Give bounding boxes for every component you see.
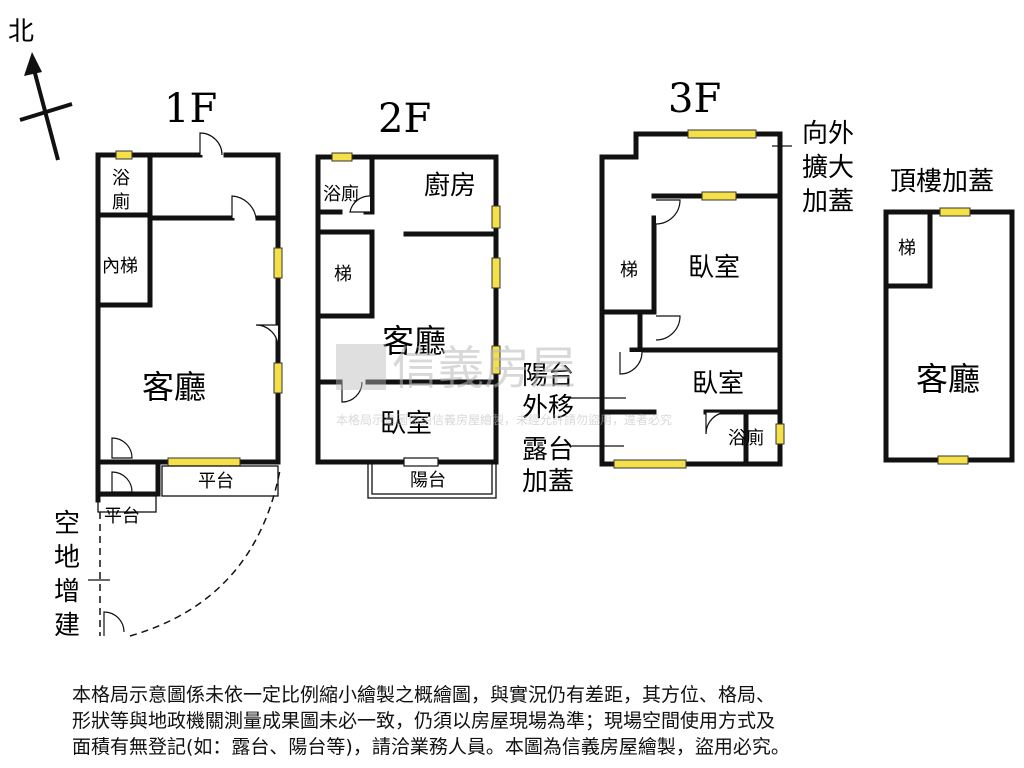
room-2f-kitchen: 廚房 [424,171,476,201]
side-note-2: 地 [54,543,80,573]
window [701,191,737,201]
floor-2f: 2F 浴廁 廚房 梯 客廳 臥室 陽台 [315,96,501,499]
window [491,345,501,375]
disclaimer-line-2: 形狀等與地政機關測量成果圖未必一致，仍須以房屋現場為準；現場空間使用方式及 [72,710,776,732]
side-note-4: 建 [54,611,80,641]
room-roof-living: 客廳 [916,360,980,398]
window [273,362,283,394]
room-2f-balcony: 陽台 [410,470,446,491]
floor-1f: 1F 浴 廁 內梯 客廳 平台 平台 空 地 增 建 [54,86,283,641]
platform-1f-small-outline [97,495,157,513]
window [775,423,785,445]
window [613,459,687,469]
floor-3f-title: 3F [668,76,721,122]
platform-1f-outline [161,465,279,497]
room-2f-bedroom: 臥室 [380,409,432,439]
door-1f-rear [111,437,133,459]
note-3f-balcony-2: 外移 [522,393,574,423]
room-3f-stairs: 梯 [620,260,638,281]
room-1f-bath-2: 廁 [112,191,130,213]
room-2f-stairs: 梯 [334,264,352,285]
floor-2f-title: 2F [378,96,431,142]
door-2f-bath [349,195,371,213]
note-3f-balcony-1: 陽台 [522,361,574,391]
room-1f-platform-small: 平台 [104,506,140,527]
door-3f-bedroom1b [655,315,681,341]
disclaimer-line-3: 面積有無登記(如：露台、陽台等)，請洽業務人員。本圖為信義房屋繪製，盜用必究。 [72,736,790,758]
window [939,207,971,217]
note-3f-terrace-1: 露台 [522,435,574,465]
watermark-notice: 本格局示意圖係由信義房屋繪製，未經允許請勿盜用，違者必究 [336,412,672,427]
brand-watermark: 信義房屋 本格局示意圖係由信義房屋繪製，未經允許請勿盜用，違者必究 [336,341,672,427]
floor-roof-title: 頂樓加蓋 [890,167,994,197]
window [115,150,133,160]
room-1f-living: 客廳 [142,368,206,406]
room-2f-living: 客廳 [382,322,446,360]
door-1f-addition [103,611,125,636]
door-3f-bath [705,411,729,435]
window [491,205,501,229]
north-arrow-cross [19,102,73,122]
window [937,455,969,465]
watermark-brand: 信義房屋 [392,341,576,395]
north-compass: 北 [8,17,73,161]
room-1f-stairs: 內梯 [102,256,138,277]
brand-logo-icon [336,344,386,390]
door-1f-rear2 [111,471,133,493]
door-2f-bedroom [341,381,363,403]
disclaimer-line-1: 本格局示意圖係未依一定比例縮小繪製之概繪圖，與實況仍有差距，其方位、格局、 [72,684,776,706]
door-2f-balcony [403,457,439,467]
side-note-3: 增 [54,577,80,607]
floor-3f: 3F 梯 臥室 臥室 浴廁 向外 擴大 加蓋 陽台 外移 露台 加蓋 [522,76,854,497]
open-space-addition-outline [99,469,281,637]
room-3f-bedroom2: 臥室 [692,369,744,399]
disclaimer: 本格局示意圖係未依一定比例縮小繪製之概繪圖，與實況仍有差距，其方位、格局、 形狀… [72,682,972,760]
north-label: 北 [8,17,34,47]
room-3f-bedroom1: 臥室 [688,253,740,283]
room-1f-platform: 平台 [198,471,234,492]
door-3f-bedroom2 [619,351,643,375]
north-arrow-head [24,52,42,76]
note-3f-extend-3: 加蓋 [802,187,854,217]
room-roof-stairs: 梯 [898,238,916,259]
door-1f-side [255,324,279,348]
window [491,257,501,289]
room-3f-bath: 浴廁 [728,427,764,449]
note-3f-extend-1: 向外 [802,119,854,149]
door-1f-entry [199,132,223,156]
note-3f-terrace-2: 加蓋 [522,467,574,497]
window [167,457,241,467]
window [331,152,353,162]
room-1f-bath-1: 浴 [112,168,130,189]
side-note-1: 空 [54,509,80,539]
note-3f-extend-2: 擴大 [802,153,854,183]
room-2f-bath: 浴廁 [323,183,359,205]
floor-roof: 頂樓加蓋 梯 客廳 [883,167,1015,465]
door-1f-hall [231,195,257,219]
floor-1f-title: 1F [164,86,217,132]
door-3f-bedroom1 [655,199,681,225]
window [687,129,757,139]
window [273,247,283,279]
